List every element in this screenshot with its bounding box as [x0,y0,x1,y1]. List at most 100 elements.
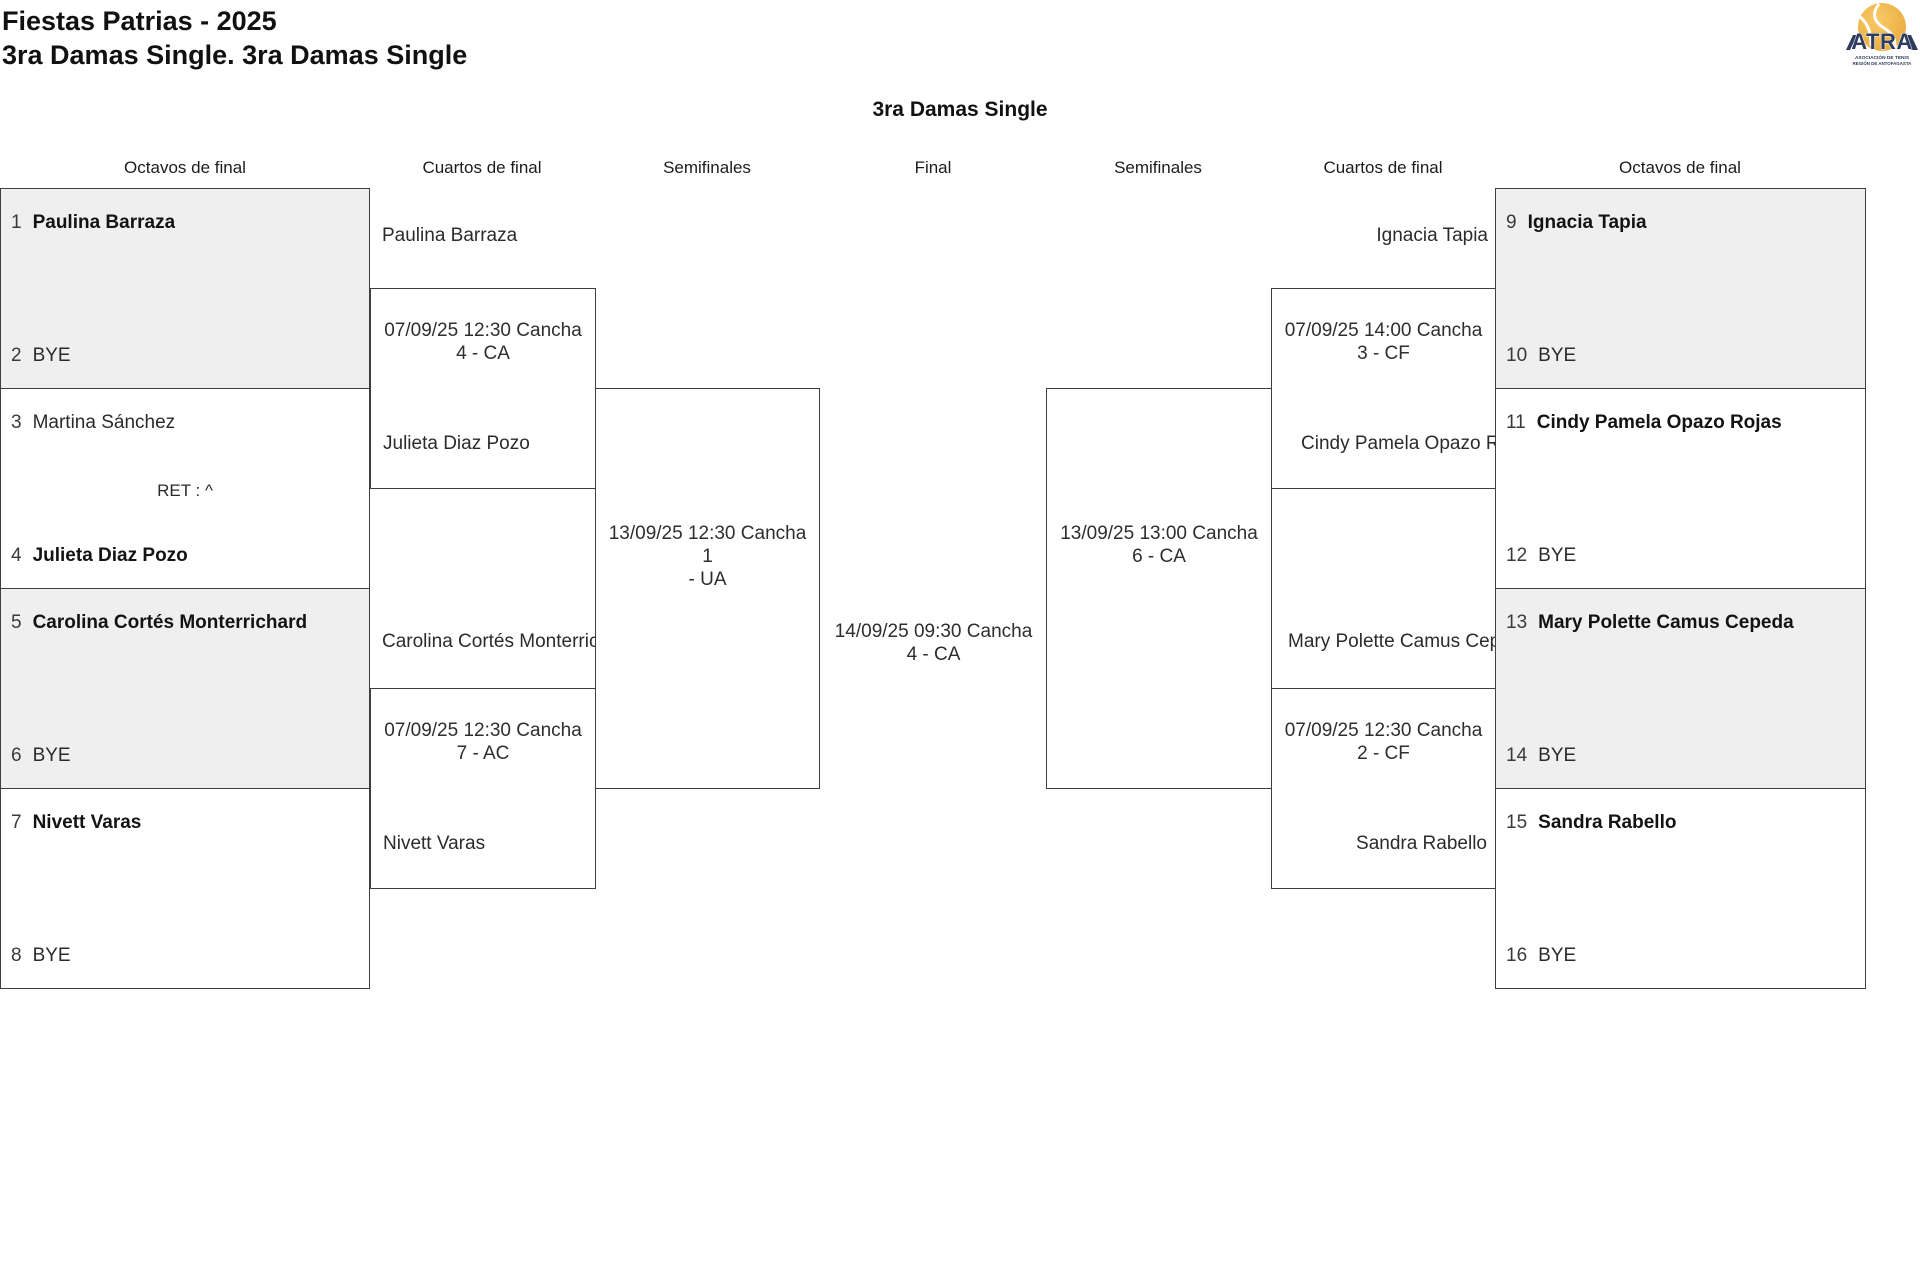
player-slot: 13 Mary Polette Camus Cepeda [1506,611,1859,634]
player-slot: 3 Martina Sánchez [11,411,363,434]
schedule-line-2: 3 - CF [1357,343,1410,364]
player-name: Carolina Cortés Monterrichard [32,612,308,633]
advancer-label: Carolina Cortés Monterrichard [382,631,595,652]
advancer-label: Nivett Varas [383,833,486,854]
schedule-line-2: 6 - CA [1132,546,1186,567]
seed-number: 9 [1506,212,1517,233]
seed-number: 3 [11,412,22,433]
player-name: BYE [1538,745,1577,766]
player-name: BYE [32,745,71,766]
category-name: 3ra Damas Single. 3ra Damas Single [2,40,468,70]
round-header-cuartos-left: Cuartos de final [422,158,542,177]
seed-number: 15 [1506,812,1528,833]
match-schedule: 07/09/25 12:30 Cancha 4 - CA [377,319,589,365]
player-name: Cindy Pamela Opazo Rojas [1536,412,1782,433]
seed-number: 10 [1506,345,1528,366]
bracket-title: 3ra Damas Single [872,98,1048,121]
player-slot: 4 Julieta Diaz Pozo [11,544,363,567]
logo-subtitle-1: ASOCIACIÓN DE TENIS [1855,53,1910,61]
match-box-cuartos-right-1: 07/09/25 14:00 Cancha 3 - CF Cindy Pamel… [1271,288,1496,489]
player-slot: 10 BYE [1506,344,1859,367]
player-name: Sandra Rabello [1538,812,1677,833]
schedule-line-1: 14/09/25 09:30 Cancha [834,621,1033,642]
seed-number: 7 [11,812,22,833]
schedule-line-2: - UA [688,569,727,590]
match-box-semifinal-right: 13/09/25 13:00 Cancha 6 - CA [1046,388,1272,789]
advancer-label: Ignacia Tapia [1376,225,1488,246]
player-slot: 7 Nivett Varas [11,811,363,834]
player-slot: 14 BYE [1506,744,1859,767]
schedule-line-1: 07/09/25 12:30 Cancha [1284,720,1483,741]
advancer-label: Cindy Pamela Opazo Rojas [1301,433,1495,454]
player-slot: 1 Paulina Barraza [11,211,363,234]
match-note-retirement: RET : ^ [157,481,213,500]
player-name: Julieta Diaz Pozo [32,545,188,566]
player-name: BYE [32,945,71,966]
match-box-octavos-left-2: 3 Martina Sánchez RET : ^ 4 Julieta Diaz… [0,388,370,589]
match-box-octavos-right-4: 15 Sandra Rabello 16 BYE [1495,788,1866,989]
seed-number: 14 [1506,745,1528,766]
player-slot: 12 BYE [1506,544,1859,567]
match-box-octavos-left-1: 1 Paulina Barraza 2 BYE [0,188,370,389]
atra-logo-icon: ATRA ASOCIACIÓN DE TENIS REGIÓN DE ANTOF… [1846,3,1918,66]
advancer-label: Sandra Rabello [1356,833,1487,854]
player-name: Ignacia Tapia [1527,212,1647,233]
player-slot: 2 BYE [11,344,363,367]
match-box-octavos-right-3: 13 Mary Polette Camus Cepeda 14 BYE [1495,588,1866,789]
round-header-semi-right: Semifinales [1114,158,1202,177]
player-name: Paulina Barraza [32,212,176,233]
schedule-line-2: 2 - CF [1357,743,1410,764]
match-box-cuartos-right-2: 07/09/25 12:30 Cancha 2 - CF Sandra Rabe… [1271,688,1496,889]
schedule-line-1: 13/09/25 13:00 Cancha [1060,523,1258,544]
seed-number: 11 [1506,412,1526,433]
player-slot: 8 BYE [11,944,363,967]
schedule-line-1: 07/09/25 12:30 Cancha [384,320,582,341]
seed-number: 8 [11,945,22,966]
player-slot: 6 BYE [11,744,363,767]
player-name: BYE [1538,545,1577,566]
match-box-octavos-right-1: 9 Ignacia Tapia 10 BYE [1495,188,1866,389]
seed-number: 13 [1506,612,1528,633]
schedule-line-1: 13/09/25 12:30 Cancha 1 [608,523,807,567]
seed-number: 4 [11,545,22,566]
round-header-semi-left: Semifinales [663,158,751,177]
player-slot: 5 Carolina Cortés Monterrichard [11,611,363,634]
match-schedule: 07/09/25 14:00 Cancha 3 - CF [1278,319,1489,365]
logo-subtitle-2: REGIÓN DE ANTOFAGASTA [1853,61,1913,66]
player-name: BYE [1538,345,1577,366]
schedule-line-2: 4 - CA [456,343,510,364]
match-box-cuartos-left-1: 07/09/25 12:30 Cancha 4 - CA Julieta Dia… [370,288,596,489]
schedule-line-1: 07/09/25 12:30 Cancha [384,720,582,741]
page-title: Fiestas Patrias - 2025 3ra Damas Single.… [2,4,467,72]
match-schedule: 07/09/25 12:30 Cancha 7 - AC [377,719,589,765]
match-box-cuartos-left-2: 07/09/25 12:30 Cancha 7 - AC Nivett Vara… [370,688,596,889]
final-schedule: 14/09/25 09:30 Cancha 4 - CA [821,620,1046,666]
player-name: BYE [32,345,71,366]
seed-number: 2 [11,345,22,366]
player-slot: 11 Cindy Pamela Opazo Rojas [1506,411,1859,434]
player-name: BYE [1538,945,1577,966]
player-name: Martina Sánchez [32,412,176,433]
match-box-octavos-left-3: 5 Carolina Cortés Monterrichard 6 BYE [0,588,370,789]
player-slot: 15 Sandra Rabello [1506,811,1859,834]
player-slot: 16 BYE [1506,944,1859,967]
round-header-octavos-right: Octavos de final [1619,158,1741,177]
seed-number: 12 [1506,545,1528,566]
seed-number: 5 [11,612,22,633]
advancer-label: Julieta Diaz Pozo [383,433,530,454]
schedule-line-2: 7 - AC [456,743,510,764]
schedule-line-2: 4 - CA [906,644,961,665]
match-schedule: 13/09/25 13:00 Cancha 6 - CA [1053,522,1265,568]
player-slot: 9 Ignacia Tapia [1506,211,1859,234]
seed-number: 16 [1506,945,1528,966]
match-box-semifinal-left: 13/09/25 12:30 Cancha 1 - UA [595,388,820,789]
match-schedule: 07/09/25 12:30 Cancha 2 - CF [1278,719,1489,765]
schedule-line-1: 07/09/25 14:00 Cancha [1284,320,1483,341]
seed-number: 6 [11,745,22,766]
advancer-label: Mary Polette Camus Cepeda [1288,631,1495,652]
round-header-cuartos-right: Cuartos de final [1323,158,1443,177]
seed-number: 1 [11,212,22,233]
player-name: Nivett Varas [32,812,142,833]
match-schedule: 13/09/25 12:30 Cancha 1 - UA [602,522,813,591]
